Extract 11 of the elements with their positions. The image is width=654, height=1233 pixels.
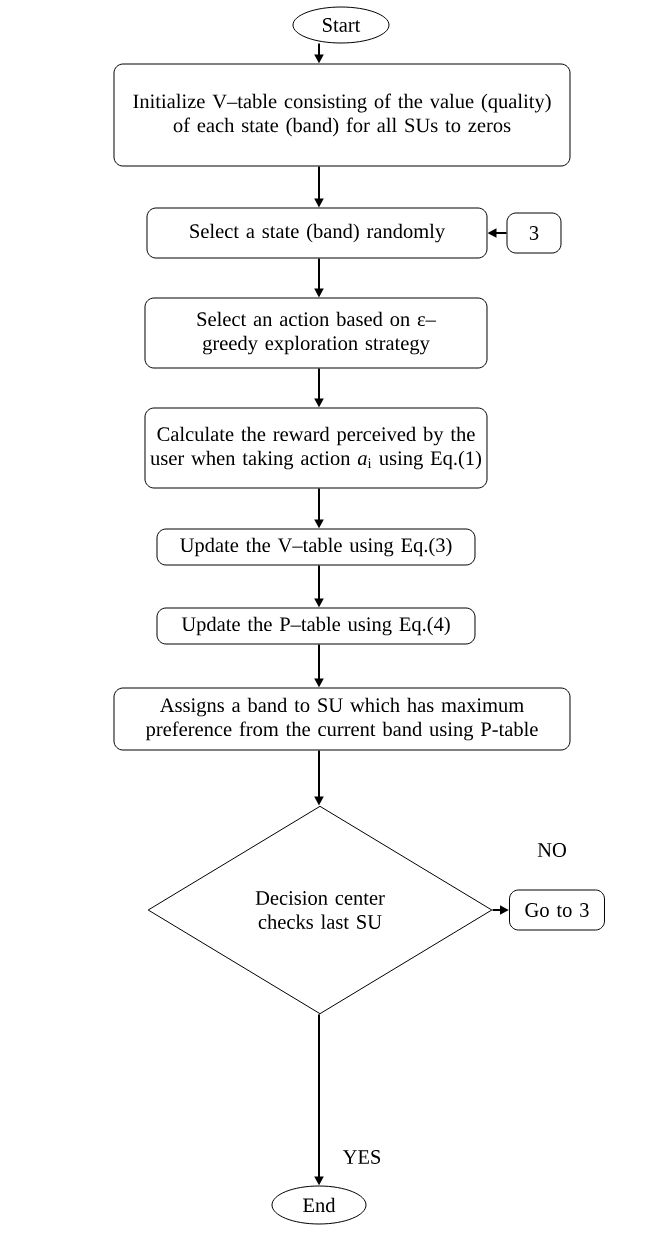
edge-label: YES bbox=[341, 1149, 383, 1165]
process-box: Select an action based on ε–greedy exploration strategy bbox=[144, 297, 488, 369]
process-box: Calculate the reward perceived by the user when taking action a$_{i}$ using Eq.(1) bbox=[144, 407, 488, 489]
process-box: Update the V–table using Eq.(3) bbox=[156, 528, 476, 566]
process-box: Select a state (band) randomly bbox=[146, 207, 488, 259]
process-box: 3 bbox=[506, 212, 562, 254]
process-box: Update the P–table using Eq.(4) bbox=[156, 607, 476, 645]
process-box: Initialize V–table consisting of the value (quality) of each state (band) for all SUs to zeros bbox=[113, 63, 571, 167]
edge-label: NO bbox=[536, 842, 568, 858]
process-box: Assigns a band to SU which has maximum preference from the current band using P-table bbox=[113, 687, 571, 751]
process-box: Go to 3 bbox=[509, 889, 605, 931]
